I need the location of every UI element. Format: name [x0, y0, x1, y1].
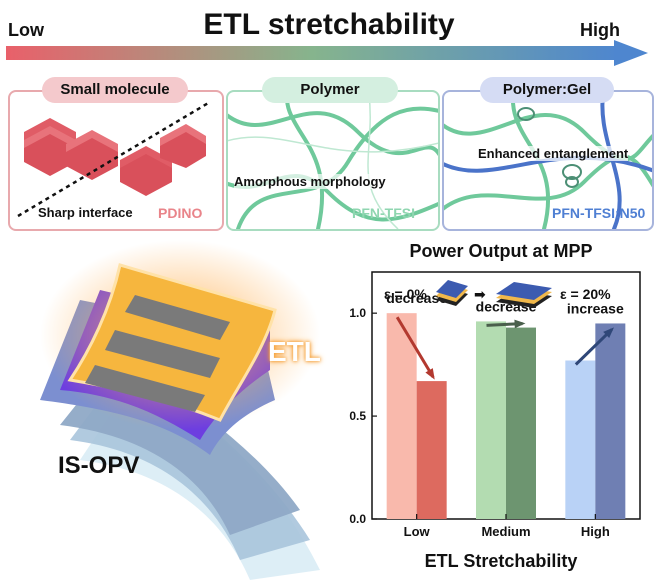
low-label: Low — [8, 20, 44, 40]
bar-low-strain-0 — [386, 313, 417, 519]
electrode-stripe — [125, 295, 230, 340]
x-tick-label: High — [581, 524, 610, 539]
material-name: PDINO — [158, 205, 203, 221]
panel-caption: Enhanced entanglement — [478, 146, 629, 161]
strain-arrow-icon: ➡ — [474, 286, 486, 302]
etl-label: ETL — [268, 336, 321, 367]
panel-caption: Sharp interface — [38, 205, 133, 220]
y-tick-label: 0.5 — [349, 409, 366, 423]
device-label: IS-OPV — [58, 452, 140, 479]
material-name: PFN-TFSI:N50 — [552, 205, 646, 221]
strained-device-icon — [496, 282, 552, 308]
panel-tag-polymer: Polymer — [262, 77, 398, 103]
annotation-high: increase — [567, 300, 624, 316]
stacked-hexagons-illustration — [17, 100, 211, 218]
electrode-stripe — [85, 365, 205, 412]
legend-strain-20: ε = 20% — [560, 286, 611, 302]
x-tick-label: Medium — [481, 524, 530, 539]
y-tick-label: 0.0 — [349, 512, 366, 526]
material-name: PFN-TFSI — [352, 205, 415, 221]
y-tick-label: 1.0 — [349, 306, 366, 320]
figure-title: ETL stretchability — [203, 8, 455, 41]
panel-caption: Amorphous morphology — [234, 174, 386, 189]
annotation-low: decrease — [386, 290, 447, 306]
trend-arrowhead — [603, 327, 614, 339]
x-tick-label: Low — [404, 524, 431, 539]
bar-medium-strain-0 — [476, 321, 506, 519]
bar-high-strain-0 — [565, 360, 596, 519]
panel-polymer-gel: Enhanced entanglement PFN-TFSI:N50 — [442, 90, 654, 231]
trend-arrowhead — [425, 368, 435, 380]
bar-low-strain-20 — [416, 381, 447, 519]
trend-arrowhead — [514, 319, 526, 329]
bar-medium-strain-20 — [506, 327, 536, 519]
panel-tag-small-molecule: Small molecule — [42, 77, 188, 103]
stretchability-gradient-arrow — [6, 40, 648, 66]
chart-x-axis-label: ETL Stretchability — [424, 551, 578, 571]
bar-high-strain-20 — [595, 323, 626, 519]
chart-title: Power Output at MPP — [409, 241, 593, 261]
trend-arrow — [395, 316, 435, 378]
unstrained-device-icon — [436, 280, 468, 306]
trend-arrow — [574, 328, 613, 366]
power-output-bar-chart: 0.00.51.0decreaseLowdecreaseMediumincrea… — [349, 271, 641, 539]
panel-small-molecule: Sharp interface PDINO — [8, 90, 224, 231]
panel-polymer: Amorphous morphology PFN-TFSI — [226, 90, 440, 231]
electrode-stripe — [105, 330, 220, 378]
is-opv-device-illustration — [40, 240, 320, 580]
legend-strain-0: ε = 0% — [384, 286, 427, 302]
entangled-network-illustration — [444, 92, 652, 229]
interface-line — [17, 100, 211, 218]
high-label: High — [580, 20, 620, 40]
panel-tag-polymer-gel: Polymer:Gel — [480, 77, 614, 103]
